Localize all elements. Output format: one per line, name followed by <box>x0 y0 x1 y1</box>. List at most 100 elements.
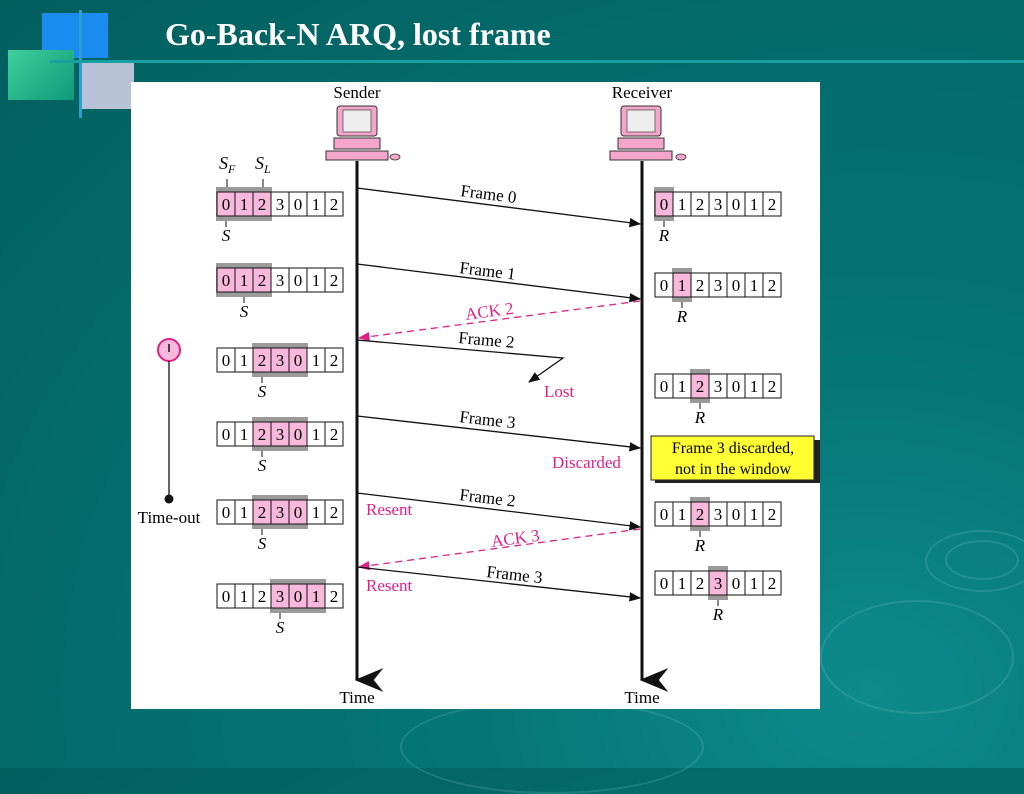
seq-number: 1 <box>312 351 321 370</box>
seq-number: 1 <box>750 505 759 524</box>
seq-number: 0 <box>294 351 303 370</box>
resent-label-0: Resent <box>366 500 413 519</box>
frame-arrow-3 <box>356 415 642 452</box>
seq-number: 2 <box>330 351 339 370</box>
timeout-label: Time-out <box>138 508 201 527</box>
discard-note-box <box>650 435 815 481</box>
seq-number: 3 <box>276 195 285 214</box>
sf-label-sub: F <box>227 162 236 176</box>
seq-number: 2 <box>696 505 705 524</box>
seq-number: 1 <box>678 276 687 295</box>
seq-number: 0 <box>732 505 741 524</box>
seq-number: 0 <box>660 195 669 214</box>
sender-pointer-label: S <box>222 226 231 245</box>
seq-number: 3 <box>276 271 285 290</box>
lost-label: Lost <box>544 382 575 401</box>
title-rule <box>50 60 1024 63</box>
seq-number: 0 <box>660 276 669 295</box>
frame-arrow-4 <box>356 492 642 531</box>
sl-label-sub: L <box>263 162 271 176</box>
seq-cell <box>324 583 344 609</box>
seq-number: 0 <box>732 195 741 214</box>
seq-cell <box>324 347 344 373</box>
seq-number: 2 <box>696 195 705 214</box>
seq-number: 2 <box>696 377 705 396</box>
seq-number: 3 <box>714 574 723 593</box>
seq-cell <box>762 272 782 298</box>
seq-number: 0 <box>294 425 303 444</box>
seq-number: 1 <box>312 587 321 606</box>
seq-number: 2 <box>768 276 777 295</box>
decor-vertical-line <box>79 10 82 118</box>
seq-cell <box>324 421 344 447</box>
seq-number: 2 <box>768 377 777 396</box>
seq-number: 2 <box>330 587 339 606</box>
seq-number: 3 <box>276 587 285 606</box>
sender-pointer-label: S <box>240 302 249 321</box>
seq-cell <box>324 267 344 293</box>
seq-number: 0 <box>294 195 303 214</box>
sender-pointer-label: S <box>276 618 285 637</box>
seq-number: 2 <box>768 195 777 214</box>
receiver-pointer-label: R <box>694 408 706 427</box>
frame-arrow-1 <box>356 263 642 303</box>
seq-number: 2 <box>696 574 705 593</box>
frame-arrow-2-lost <box>356 339 565 383</box>
seq-number: 1 <box>750 195 759 214</box>
frame-label-0: Frame 0 <box>459 181 517 207</box>
receiver-label: Receiver <box>612 83 673 102</box>
seq-cell <box>762 191 782 217</box>
seq-number: 3 <box>714 276 723 295</box>
sender-pointer-label: S <box>258 382 267 401</box>
seq-number: 0 <box>222 587 231 606</box>
frame-arrow-0 <box>356 187 642 228</box>
sf-label-base: S <box>219 153 228 173</box>
sender-pointer-label: S <box>258 456 267 475</box>
seq-number: 1 <box>678 195 687 214</box>
seq-number: 1 <box>240 503 249 522</box>
sl-label-base: S <box>255 153 264 173</box>
seq-number: 0 <box>222 503 231 522</box>
seq-number: 1 <box>678 574 687 593</box>
timer-icon <box>157 338 181 362</box>
resent-label-1: Resent <box>366 576 413 595</box>
seq-number: 2 <box>768 574 777 593</box>
seq-number: 0 <box>294 271 303 290</box>
seq-number: 3 <box>714 377 723 396</box>
seq-number: 1 <box>312 195 321 214</box>
seq-number: 2 <box>768 505 777 524</box>
seq-number: 2 <box>330 271 339 290</box>
sender-pointer-label: S <box>258 534 267 553</box>
receiver-pointer-label: R <box>676 307 688 326</box>
seq-number: 0 <box>222 351 231 370</box>
seq-number: 3 <box>714 195 723 214</box>
seq-number: 3 <box>714 505 723 524</box>
seq-number: 0 <box>222 271 231 290</box>
seq-number: 1 <box>678 505 687 524</box>
seq-number: 2 <box>330 195 339 214</box>
receiver-time-label: Time <box>624 688 659 707</box>
receiver-computer-icon <box>609 105 687 161</box>
frame-label-2: Frame 2 <box>458 328 516 352</box>
seq-cell <box>762 501 782 527</box>
seq-number: 1 <box>750 377 759 396</box>
decor-square-green <box>8 50 74 100</box>
seq-number: 1 <box>240 587 249 606</box>
seq-number: 2 <box>330 425 339 444</box>
sender-label: Sender <box>333 83 381 102</box>
seq-number: 3 <box>276 425 285 444</box>
sf-label: SF <box>219 153 236 176</box>
seq-cell <box>324 499 344 525</box>
seq-number: 0 <box>660 377 669 396</box>
seq-number: 2 <box>258 271 267 290</box>
